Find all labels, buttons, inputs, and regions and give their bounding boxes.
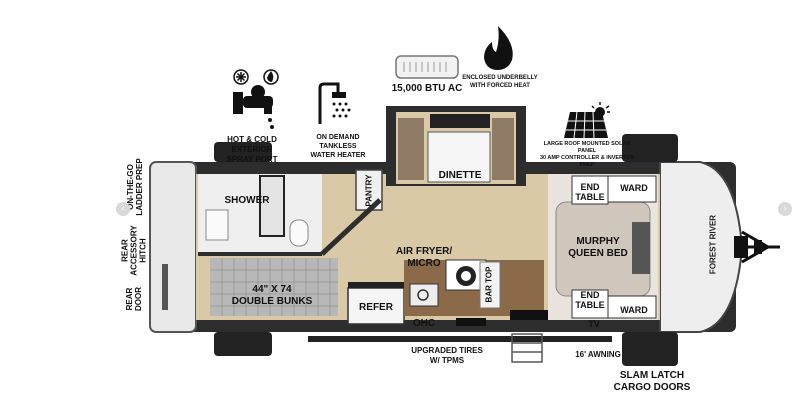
hitch-label: REAR ACCESSORY HITCH (120, 225, 148, 276)
ward-top-label: WARD (620, 183, 648, 193)
bar-top (479, 261, 501, 309)
faucet-icon (233, 85, 274, 129)
solar-panel-icon (564, 102, 610, 139)
air-fryer-label: AIR FRYER/ MICRO (395, 246, 453, 269)
rear-bumper (149, 161, 197, 333)
ward-bottom-label: WARD (620, 305, 648, 315)
shower-head-icon (318, 82, 351, 124)
refrigerator (347, 287, 405, 325)
flame-icon (263, 69, 279, 85)
ac-unit-icon (395, 55, 459, 79)
pantry (355, 169, 383, 211)
front-cap (659, 161, 744, 333)
wheel-front-bottom (622, 332, 678, 366)
bunks-label: 44" X 74 DOUBLE BUNKS (231, 284, 313, 307)
bar-top-label: BAR TOP (484, 266, 494, 303)
underbelly-label: ENCLOSED UNDERBELLY WITH FORCED HEAT (462, 75, 538, 89)
hot-cold-spray-label: HOT & COLD EXTERIOR SPRAY PORT (226, 135, 278, 164)
pantry-label: PANTRY (364, 174, 374, 207)
snowflake-icon (233, 69, 249, 85)
tv-label: TV (588, 319, 600, 329)
ohc-label: OHC (412, 318, 436, 329)
entry-steps (511, 333, 543, 363)
dinette-label: DINETTE (438, 170, 482, 181)
wheel-front-top (622, 134, 678, 162)
rear-door-label: REAR DOOR (125, 287, 143, 311)
fire-icon (484, 26, 513, 70)
solar-label: LARGE ROOF MOUNTED SOLAR PANEL 30 AMP CO… (539, 141, 635, 168)
ac-label: 15,000 BTU AC (391, 83, 463, 94)
awning-label: 16' AWNING (575, 350, 621, 359)
water-heater-label: ON DEMAND TANKLESS WATER HEATER (310, 134, 366, 159)
wheel-rear-top (214, 142, 272, 162)
chevron-right-icon[interactable]: › (778, 202, 792, 216)
brand-label: FOREST RIVER (708, 214, 718, 275)
wheel-rear-bottom (214, 332, 272, 356)
cargo-label: SLAM LATCH CARGO DOORS (613, 370, 691, 393)
murphy-bed-label: MURPHY QUEEN BED (568, 236, 628, 259)
tires-label: UPGRADED TIRES W/ TPMS (411, 346, 483, 365)
shower-label: SHOWER (224, 195, 270, 206)
end-table-bottom-label: END TABLE (575, 290, 605, 310)
chevron-left-icon[interactable]: ‹ (116, 202, 130, 216)
refer-label: REFER (359, 302, 393, 313)
end-table-top-label: END TABLE (575, 182, 605, 202)
